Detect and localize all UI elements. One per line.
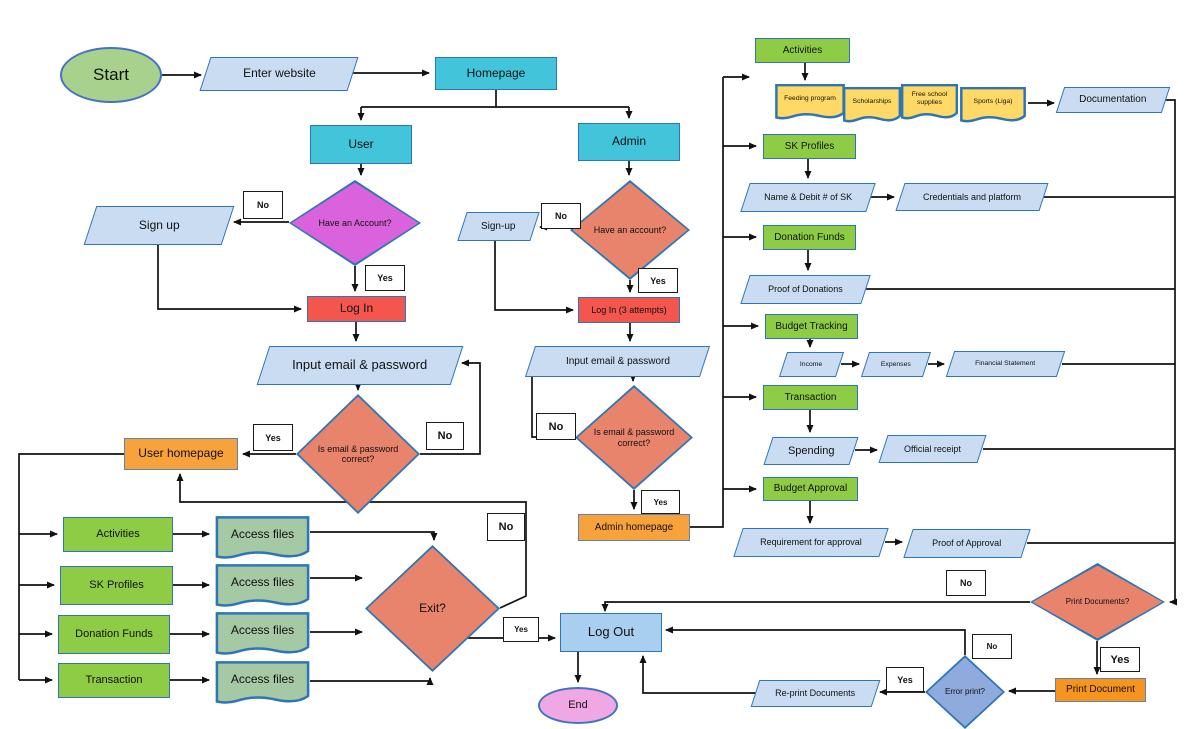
node-financial-statement: Financial Statement	[945, 351, 1066, 377]
node-end: End	[538, 687, 618, 724]
node-documentation: Documentation	[1055, 87, 1171, 113]
edge-label-yes-error: Yes	[886, 667, 924, 692]
connectors	[18, 63, 1177, 696]
decision-email-password-correct-user: Is email & password correct?	[296, 394, 420, 514]
node-feeding-program: Feeding program	[775, 84, 845, 122]
node-log-in-user: Log In	[307, 296, 406, 322]
node-activities-admin: Activities	[755, 38, 850, 63]
node-input-email-password-admin: Input email & password	[524, 346, 711, 377]
node-sk-profiles-admin: SK Profiles	[763, 134, 856, 159]
node-donation-funds-admin: Donation Funds	[763, 225, 856, 250]
node-official-receipt: Official receipt	[878, 435, 987, 463]
node-start: Start	[60, 47, 162, 103]
edge-label-no-print: No	[946, 570, 986, 596]
node-homepage: Homepage	[435, 57, 557, 90]
edge-label-yes-user-correct: Yes	[253, 424, 293, 451]
document-shape	[901, 84, 958, 122]
node-sign-up-admin: Sign-up	[457, 212, 540, 241]
document-shape	[960, 87, 1026, 125]
node-admin: Admin	[578, 123, 680, 161]
document-shape	[215, 516, 310, 562]
node-user-homepage: User homepage	[124, 438, 238, 470]
node-access-files-1: Access files	[215, 516, 310, 562]
document-shape	[843, 87, 901, 125]
document-shape	[215, 564, 310, 610]
edge-label-yes-user-account: Yes	[365, 265, 405, 291]
node-transaction-admin: Transaction	[763, 385, 858, 410]
node-print-document: Print Document	[1055, 678, 1146, 702]
node-sign-up-user: Sign up	[83, 206, 235, 245]
decision-print-documents: Print Documents?	[1030, 563, 1165, 641]
edge-label-no-user-correct: No	[426, 422, 464, 450]
document-shape	[215, 661, 310, 707]
node-transaction-user: Transaction	[58, 663, 170, 698]
node-budget-tracking: Budget Tracking	[765, 314, 858, 339]
node-admin-homepage: Admin homepage	[578, 514, 690, 541]
node-name-debit-sk: Name & Debit # of SK	[740, 183, 876, 212]
node-user: User	[310, 125, 412, 164]
edge-label-yes-admin-correct: Yes	[641, 490, 680, 514]
node-expenses: Expenses	[860, 352, 932, 377]
node-access-files-4: Access files	[215, 661, 310, 707]
node-free-school-supplies: Free school supplies	[901, 84, 958, 122]
node-proof-of-donations: Proof of Donations	[740, 275, 871, 304]
decision-error-print: Error print?	[925, 655, 1005, 729]
document-shape	[775, 84, 845, 122]
node-log-out: Log Out	[560, 613, 662, 652]
edge-label-no-error: No	[972, 634, 1012, 659]
node-credentials-platform: Credentials and platform	[895, 183, 1049, 211]
node-sk-profiles-user: SK Profiles	[60, 566, 173, 605]
node-donation-funds-user: Donation Funds	[58, 615, 170, 654]
node-reprint-documents: Re-print Documents	[750, 680, 881, 707]
edge-label-yes-admin-account: Yes	[638, 268, 678, 293]
node-requirement-for-approval: Requirement for approval	[733, 528, 889, 557]
node-scholarships: Scholarships	[843, 87, 901, 125]
node-income: Income	[778, 352, 845, 377]
decision-have-account-user: Have an Account?	[289, 180, 421, 266]
node-access-files-2: Access files	[215, 564, 310, 610]
edge-label-no-admin-correct: No	[536, 413, 576, 440]
node-enter-website: Enter website	[199, 57, 359, 91]
decision-exit: Exit?	[365, 545, 500, 672]
edge-label-no-user-account: No	[243, 191, 283, 219]
node-activities-user: Activities	[63, 517, 173, 552]
node-proof-of-approval: Proof of Approval	[903, 529, 1031, 558]
node-sports-liga: Sports (Liga)	[960, 87, 1026, 125]
edge-label-no-admin-account: No	[541, 203, 581, 229]
node-budget-approval: Budget Approval	[763, 477, 858, 501]
edge-label-yes-exit: Yes	[503, 617, 539, 642]
node-log-in-admin: Log In (3 attempts)	[578, 297, 680, 323]
document-shape	[215, 612, 310, 658]
node-spending: Spending	[763, 437, 859, 465]
decision-have-account-admin: Have an account?	[570, 180, 690, 280]
edge-label-yes-print: Yes	[1100, 647, 1140, 672]
node-input-email-password-user: Input email & password	[256, 346, 464, 385]
edge-label-no-exit: No	[487, 513, 525, 541]
decision-email-password-correct-admin: Is email & password correct?	[575, 385, 693, 490]
node-access-files-3: Access files	[215, 612, 310, 658]
